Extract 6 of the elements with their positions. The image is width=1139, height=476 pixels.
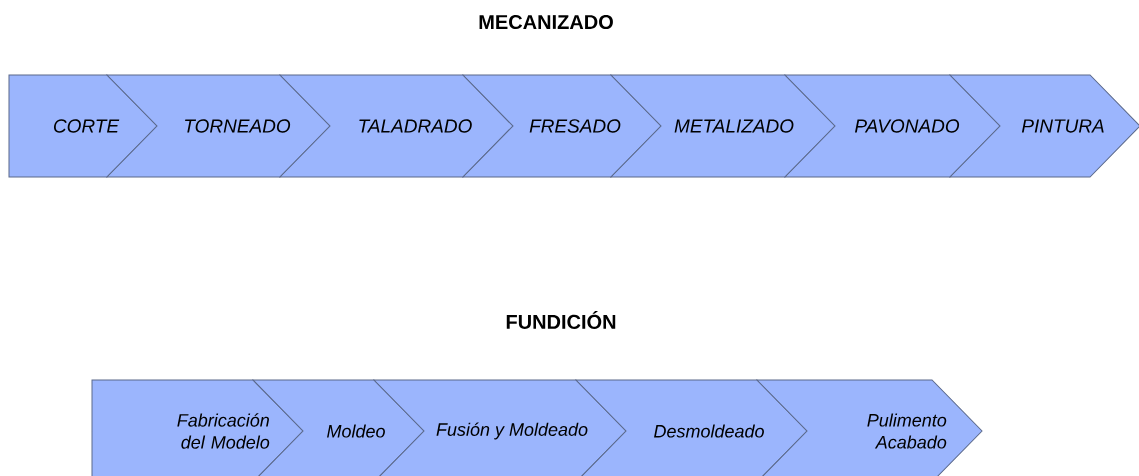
section-heading: MECANIZADO [479,14,613,30]
node-label: Pulimento Acabado [867,413,947,449]
chevron-step: CORTE [8,74,158,178]
node-label: PINTURA [1021,119,1104,133]
section-heading: FUNDICIÓN [506,311,616,329]
chevron-step: Fabricación del Modelo [91,379,304,476]
